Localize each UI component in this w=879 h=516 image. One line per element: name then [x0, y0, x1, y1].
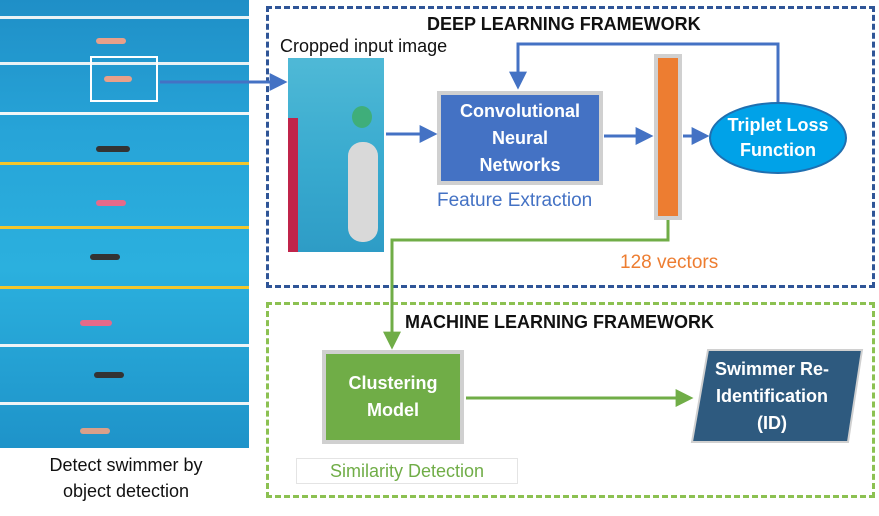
similarity-detection-label: Similarity Detection	[296, 458, 518, 484]
left-caption-line2: object detection	[62, 481, 190, 501]
swimmer	[96, 38, 126, 44]
swimmer	[80, 320, 112, 326]
swimmer	[80, 428, 110, 434]
lane-rope	[0, 16, 249, 19]
cnn-box: Convolutional Neural Networks	[437, 91, 603, 185]
lane-rope	[0, 162, 249, 165]
deep-learning-frame	[266, 6, 875, 288]
swimmer	[104, 76, 132, 82]
cropped-input-image	[288, 58, 384, 252]
reid-line1: Swimmer Re-	[714, 358, 830, 379]
cluster-line1: Clustering	[348, 373, 438, 393]
cnn-line1: Convolutional	[460, 100, 580, 121]
swimmer	[96, 200, 126, 206]
machine-learning-frame	[266, 302, 875, 498]
swimmer-body	[348, 142, 378, 242]
machine-learning-title: MACHINE LEARNING FRAMEWORK	[405, 312, 714, 332]
lane-rope	[0, 286, 249, 289]
left-caption-line1: Detect swimmer by	[49, 455, 203, 475]
triplet-line1: Triplet Loss	[727, 115, 829, 135]
swimmer	[96, 146, 130, 152]
lane-rope	[0, 402, 249, 405]
cluster-line2: Model	[366, 400, 419, 420]
cropped-image-label: Cropped input image	[280, 36, 448, 56]
cnn-line3: Networks	[479, 154, 561, 175]
vector-label: 128 vectors	[620, 252, 719, 273]
deep-learning-title: DEEP LEARNING FRAMEWORK	[427, 14, 701, 34]
cnn-line2: Neural	[491, 127, 549, 148]
swimmer	[90, 254, 120, 260]
lane-edge	[288, 118, 298, 252]
lane-rope	[0, 344, 249, 347]
arrow-triplet-feedback	[509, 42, 780, 102]
feature-extraction-label: Feature Extraction	[437, 190, 593, 211]
lane-rope	[0, 112, 249, 115]
reid-parallelogram	[690, 349, 864, 443]
feature-vector-bar	[654, 54, 682, 220]
pool-image	[0, 0, 249, 448]
clustering-model-box: Clustering Model	[322, 350, 464, 444]
left-caption: Detect swimmer by object detection	[0, 452, 252, 504]
arrow-vector-to-clustering	[383, 220, 670, 350]
swimmer-reid-node: Swimmer Re- Identification (ID)	[692, 350, 852, 442]
swimmer-cap	[352, 106, 372, 128]
swimmer	[94, 372, 124, 378]
lane-rope	[0, 62, 249, 65]
reid-line2: Identification	[715, 385, 828, 406]
reid-line3: (ID)	[756, 412, 787, 433]
lane-rope	[0, 226, 249, 229]
triplet-line2: Function	[740, 140, 816, 160]
triplet-loss-node: Triplet Loss Function	[709, 102, 847, 174]
detection-box	[90, 56, 158, 102]
